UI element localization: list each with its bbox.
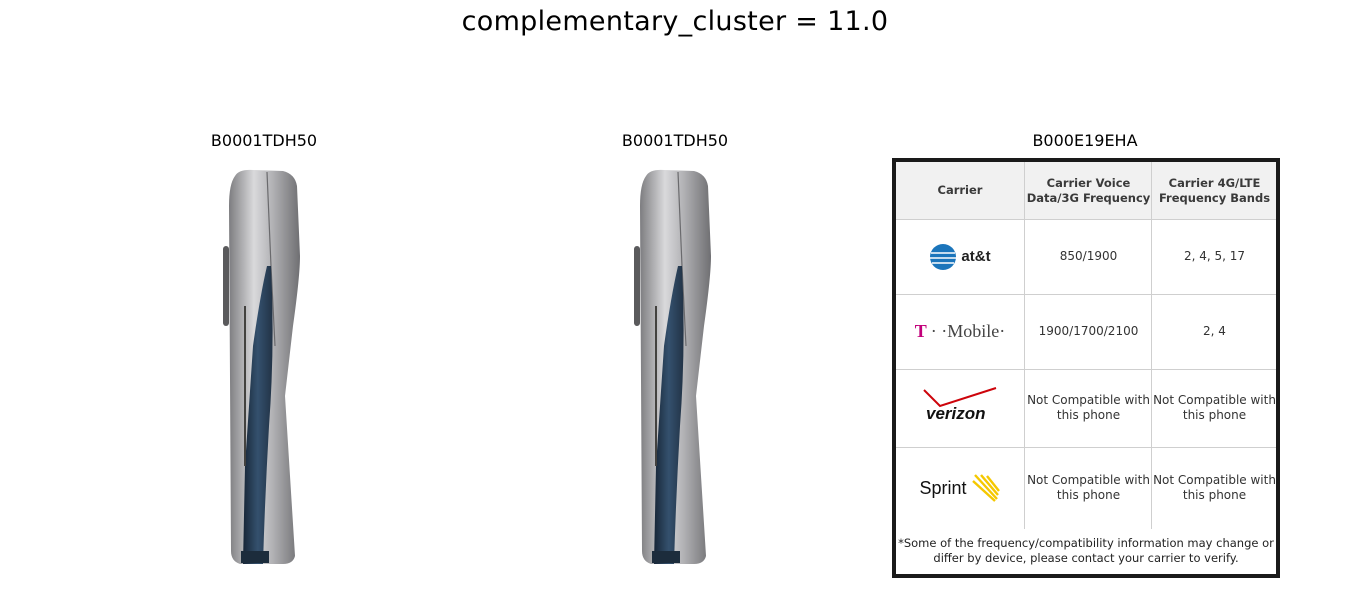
table-row: Sprint Not Compatible with this phone No… [896, 447, 1276, 529]
figure-title: complementary_cluster = 11.0 [461, 6, 889, 37]
att-globe-icon [930, 243, 957, 270]
table-header-row: Carrier Carrier Voice Data/3G Frequency … [896, 162, 1276, 220]
verizon-logo: verizon [896, 369, 1024, 447]
table-row: at&t 850/1900 2, 4, 5, 17 [896, 219, 1276, 295]
phone-side-image [634, 169, 711, 564]
panel-title-1: B0001TDH50 [210, 131, 318, 150]
tmobile-logo: T · ·Mobile· [914, 321, 1006, 341]
carrier-frequency-table: Carrier Carrier Voice Data/3G Frequency … [892, 158, 1280, 578]
phone-side-image [223, 169, 300, 564]
lte-bands: 2, 4, 5, 17 [1151, 219, 1277, 294]
voice-frequency: Not Compatible with this phone [1024, 369, 1152, 447]
lte-bands: Not Compatible with this phone [1151, 447, 1277, 529]
sprint-pin-icon [971, 474, 1000, 502]
table-footnote: *Some of the frequency/compatibility inf… [898, 536, 1274, 565]
voice-frequency: 850/1900 [1024, 219, 1152, 294]
header-carrier: Carrier [937, 183, 983, 197]
verizon-check-icon [923, 387, 997, 408]
panel-title-2: B0001TDH50 [621, 131, 729, 150]
voice-frequency: 1900/1700/2100 [1024, 294, 1152, 369]
header-4g-lte: Carrier 4G/LTE Frequency Bands [1151, 162, 1277, 219]
header-voice-3g: Carrier Voice Data/3G Frequency [1024, 162, 1152, 219]
sprint-logo: Sprint [896, 447, 1024, 529]
lte-bands: Not Compatible with this phone [1151, 369, 1277, 447]
voice-frequency: Not Compatible with this phone [1024, 447, 1152, 529]
lte-bands: 2, 4 [1151, 294, 1277, 369]
panel-title-3: B000E19EHA [1032, 131, 1138, 150]
table-row: T · ·Mobile· 1900/1700/2100 2, 4 [896, 294, 1276, 370]
table-row: verizon Not Compatible with this phone N… [896, 369, 1276, 448]
att-logo: at&t [896, 219, 1024, 294]
